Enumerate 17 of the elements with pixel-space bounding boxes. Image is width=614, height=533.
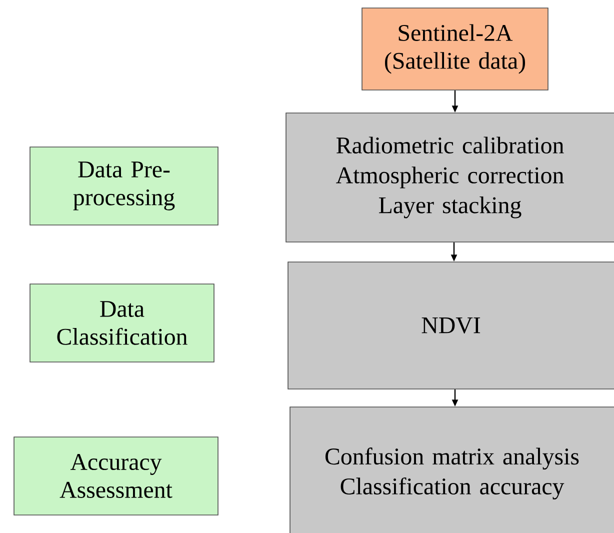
stage-label-box — [30, 146, 218, 226]
process-box — [290, 406, 614, 533]
node-label: Atmospheric correction — [336, 166, 564, 188]
node-label: Data Pre-processing — [73, 162, 175, 210]
source-box — [362, 8, 548, 90]
node-label: Accuracy Assessment — [60, 454, 172, 498]
node-label: Confusion matrix analysis — [325, 448, 579, 470]
node-label: Data Classification — [57, 301, 188, 345]
process-box — [288, 262, 614, 390]
node-label: Radiometric calibration — [336, 136, 564, 154]
stage-label-box — [14, 436, 218, 516]
process-box — [286, 112, 614, 242]
node-label: NDVI — [422, 317, 480, 334]
node-label: Layer stacking — [378, 196, 522, 218]
node-label: Sentinel-2A (Satellite data) — [385, 24, 526, 74]
stage-label-box — [30, 284, 214, 362]
node-label: Classification accuracy — [340, 477, 564, 500]
